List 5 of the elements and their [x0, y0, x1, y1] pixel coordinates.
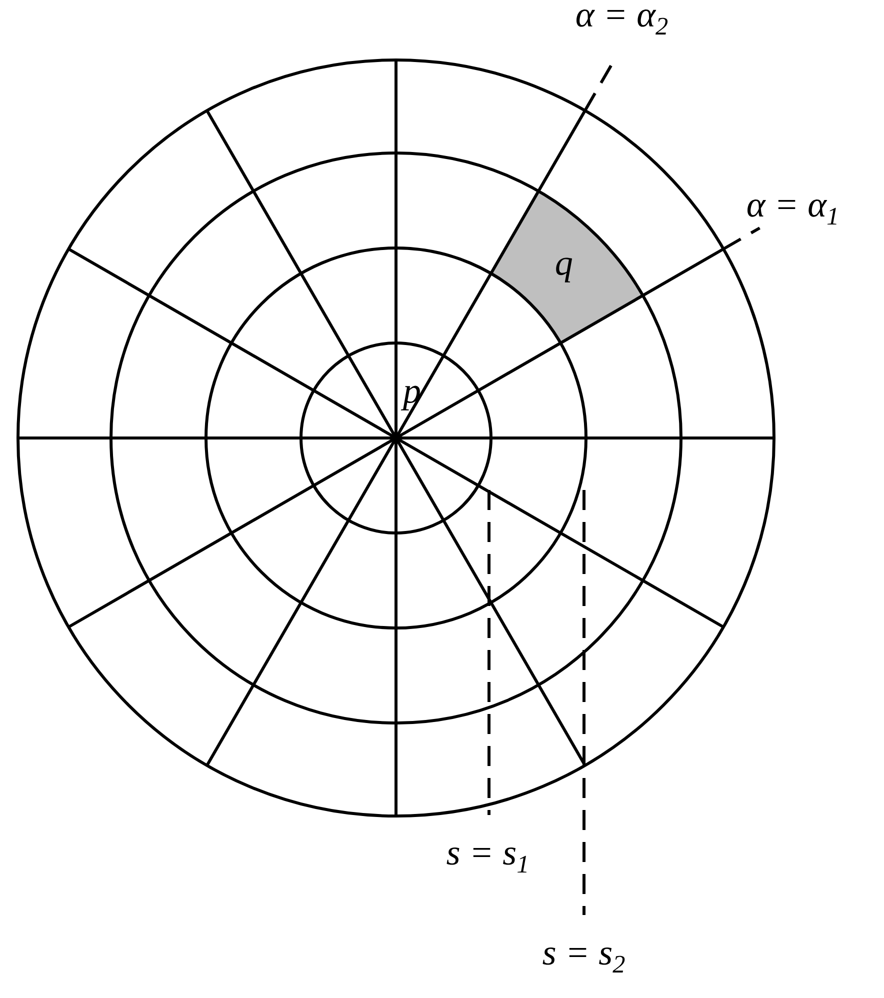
curve-label: α = α$_{1}$ [747, 199, 836, 225]
curve-label: α = α$_{2}$ [576, 9, 668, 35]
curve-label: s = s$_{2}$ [542, 947, 625, 973]
shaded-cell: q [491, 191, 643, 343]
curve-label: s = s$_{1}$ [446, 848, 526, 873]
